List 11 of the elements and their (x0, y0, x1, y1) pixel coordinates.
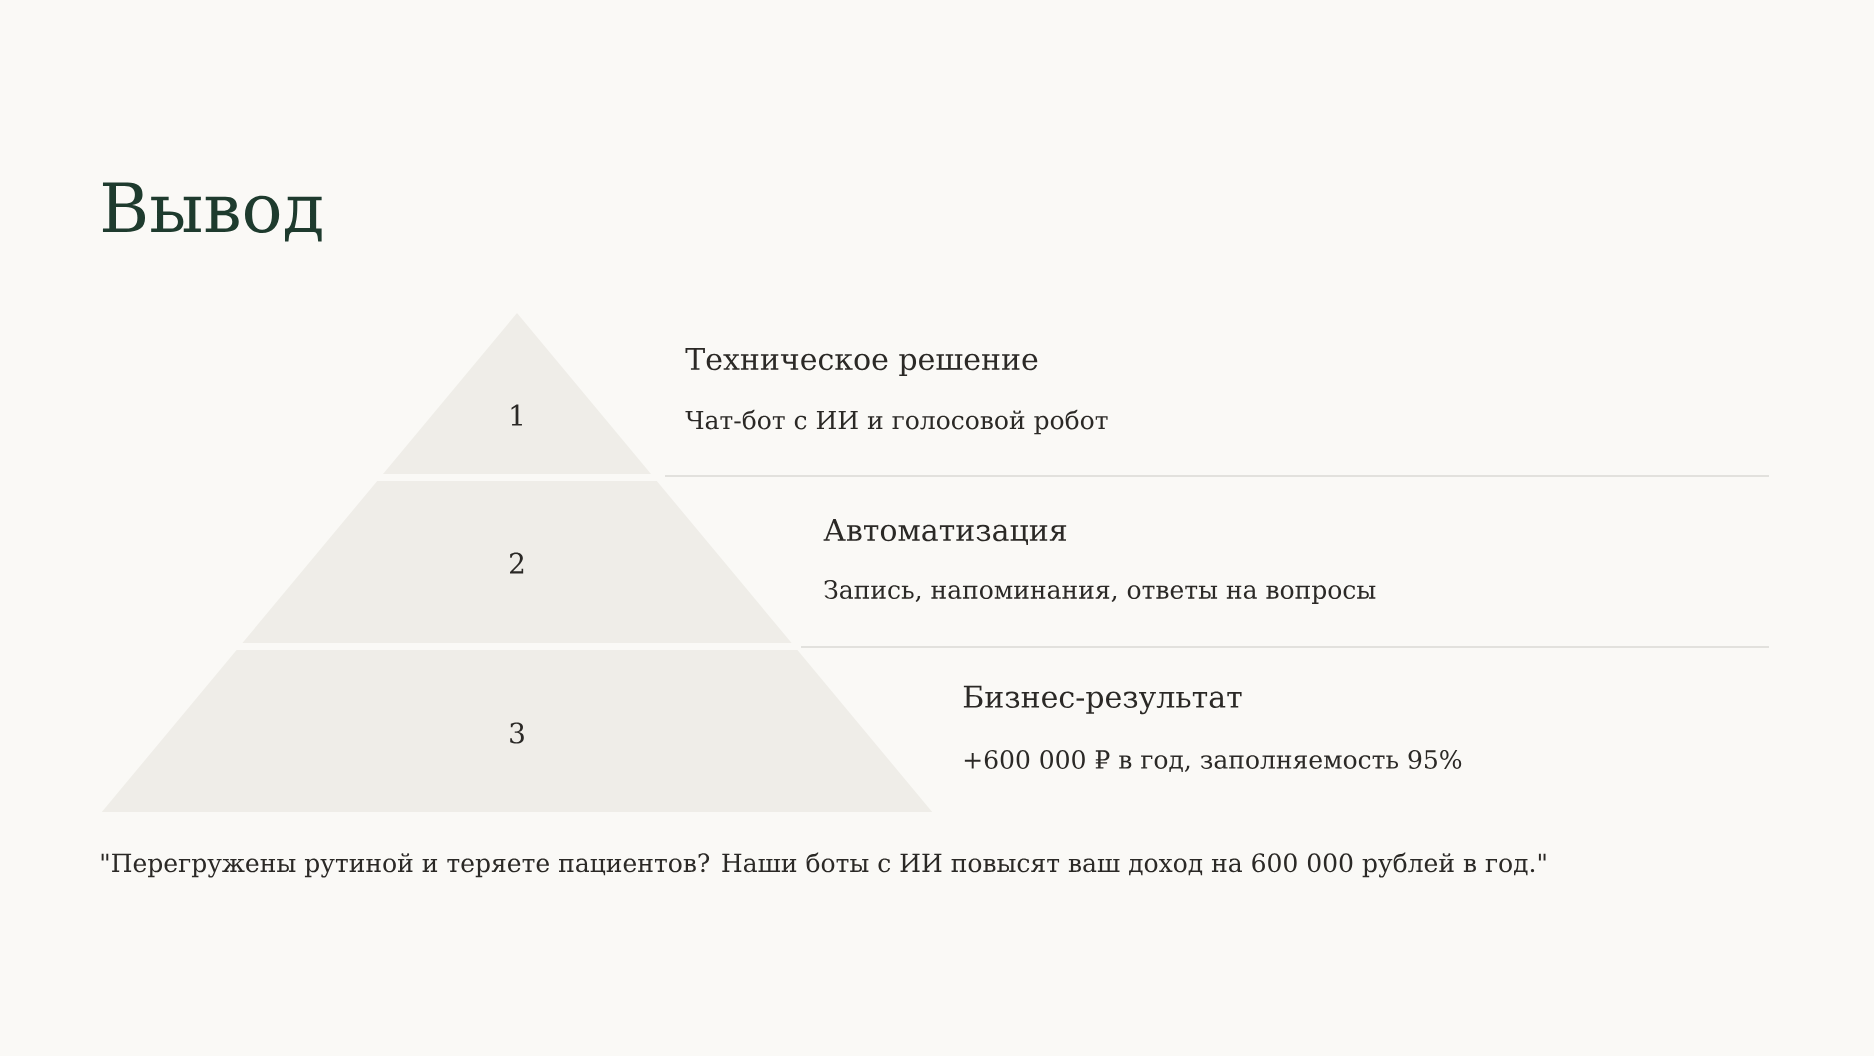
pyramid-layer: 3 (101, 650, 933, 812)
pyramid-layer: 1 (383, 313, 651, 474)
layer-description: Запись, напоминания, ответы на вопросы (824, 580, 1376, 604)
layer-description: Чат-бот с ИИ и голосовой робот (685, 409, 1108, 435)
slide-title: Вывод (102, 182, 322, 242)
layer-heading: Бизнес-результат (963, 685, 1242, 715)
pyramid-layer: 2 (242, 481, 792, 643)
layer-heading: Автоматизация (823, 519, 1067, 545)
layer-heading: Техническое решение (685, 347, 1038, 377)
layer-description: +600 000 ₽ в год, заполняемость 95% (964, 750, 1462, 772)
quote-text: "Перегружены рутиной и теряете пациентов? Наши боты с ИИ повысят ваш доход на 600 000 рублей в год." (101, 852, 1546, 878)
